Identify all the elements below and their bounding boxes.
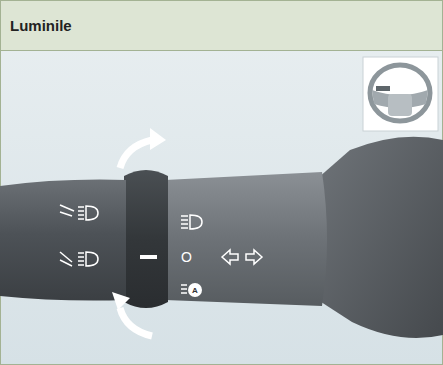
off-position-mark: O [181, 249, 192, 265]
panel-title: Luminile [10, 17, 72, 34]
auto-symbol-letter: A [192, 286, 198, 295]
